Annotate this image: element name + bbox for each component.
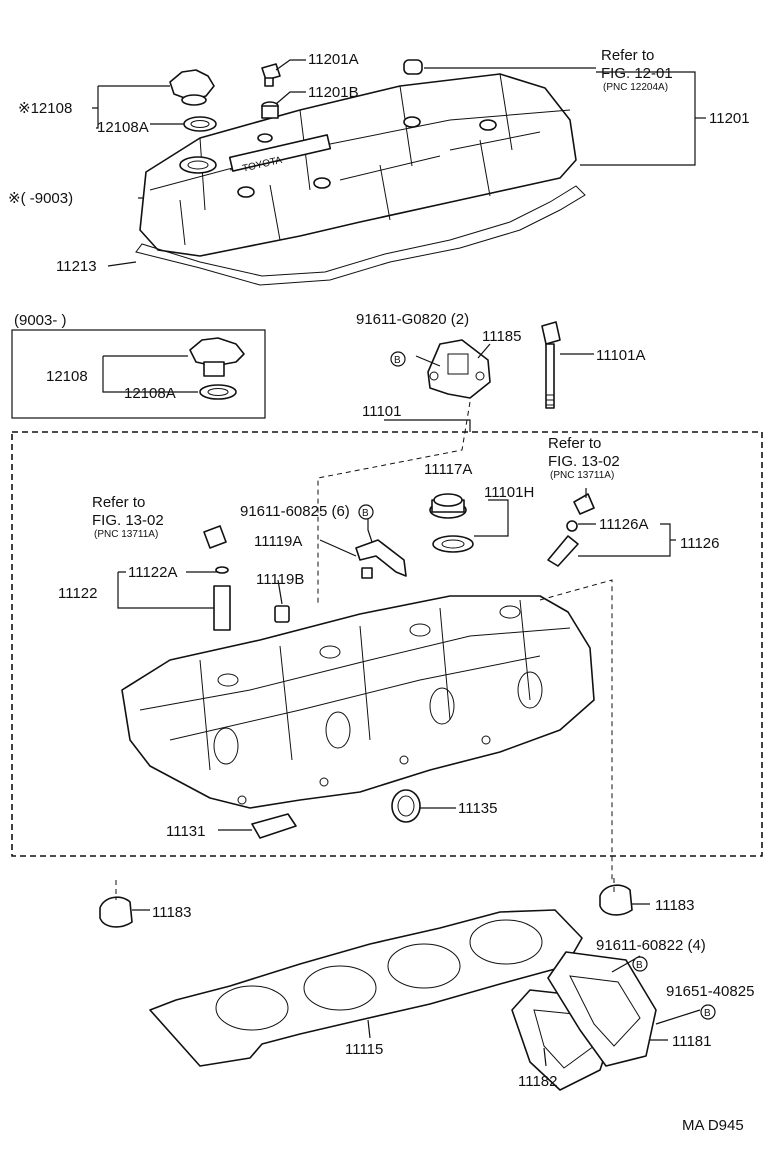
label-91611-G0820: 91611-G0820 (2) bbox=[356, 311, 469, 328]
stud-bolt bbox=[541, 321, 561, 409]
dowel-pin bbox=[274, 605, 290, 623]
label-11181: 11181 bbox=[672, 1033, 712, 1050]
cover-gasket bbox=[135, 185, 586, 286]
cylinder-head-assembly-box bbox=[11, 431, 763, 857]
outlet-housing bbox=[427, 339, 491, 399]
label-11201B: 11201B bbox=[308, 84, 359, 101]
svg-text:B: B bbox=[704, 1008, 711, 1019]
label-12108-top: ※12108 bbox=[18, 100, 72, 117]
label-11101A: 11101A bbox=[596, 347, 646, 364]
label-refer3-a: Refer to bbox=[92, 494, 145, 511]
label-11101: 11101 bbox=[362, 403, 402, 420]
label-91651-40825: 91651-40825 bbox=[666, 983, 754, 1000]
label-11101H: 11101H bbox=[484, 484, 534, 501]
label-11126: 11126 bbox=[680, 535, 720, 552]
valve-cover: TOYOTA bbox=[139, 73, 577, 257]
plug-and-ring bbox=[429, 493, 474, 553]
label-11126A: 11126A bbox=[599, 516, 649, 533]
cylinder-head bbox=[121, 595, 595, 809]
label-11185: 11185 bbox=[482, 328, 522, 345]
label-11115: 11115 bbox=[345, 1041, 383, 1058]
label-11135: 11135 bbox=[458, 800, 498, 817]
label-91611-60825: 91611-60825 (6) bbox=[240, 503, 350, 520]
plug-left bbox=[99, 896, 133, 928]
label-11119A: 11119A bbox=[254, 533, 302, 550]
seal-rings bbox=[251, 789, 421, 839]
plug-right bbox=[599, 884, 633, 916]
head-gasket bbox=[149, 909, 583, 1067]
label-11183-right: 11183 bbox=[655, 897, 695, 914]
label-refer2-a: Refer to bbox=[548, 435, 601, 452]
label-11182: 11182 bbox=[518, 1073, 558, 1090]
label-refer3-b: FIG. 13-02 bbox=[92, 512, 164, 529]
label-11201: 11201 bbox=[709, 110, 750, 127]
valve-guide-right bbox=[547, 493, 595, 567]
manifold-gaskets bbox=[511, 951, 657, 1091]
valve-guide-left bbox=[203, 525, 231, 631]
label-11117A: 11117A bbox=[424, 461, 472, 478]
oil-filler-cap-top bbox=[169, 69, 217, 132]
bearing-cap bbox=[355, 539, 407, 579]
label-12108A-top: 12108A bbox=[97, 119, 149, 136]
label-refer1-c: (PNC 12204A) bbox=[603, 82, 668, 93]
part-labels: 11201A 11201B Refer to FIG. 12-01 (PNC 1… bbox=[8, 47, 754, 1134]
svg-text:B: B bbox=[394, 355, 401, 366]
label-range-top: ※( -9003) bbox=[8, 190, 73, 207]
label-12108A-box: 12108A bbox=[124, 385, 176, 402]
label-11122: 11122 bbox=[58, 585, 98, 602]
label-refer2-c: (PNC 13711A) bbox=[550, 470, 614, 481]
label-refer3-c: (PNC 13711A) bbox=[94, 529, 158, 540]
cover-bolts bbox=[261, 59, 423, 119]
label-12108-box: 12108 bbox=[46, 368, 88, 385]
label-11119B: 11119B bbox=[256, 571, 304, 588]
figure-code: MA D945 bbox=[682, 1117, 744, 1134]
label-11131: 11131 bbox=[166, 823, 206, 840]
label-range-box: (9003- ) bbox=[14, 312, 67, 329]
label-refer2-b: FIG. 13-02 bbox=[548, 453, 620, 470]
b-markers: B B B B bbox=[358, 351, 716, 1020]
label-11183-left: 11183 bbox=[152, 904, 192, 921]
svg-text:B: B bbox=[636, 960, 643, 971]
label-91611-60822: 91611-60822 (4) bbox=[596, 937, 706, 954]
svg-text:B: B bbox=[362, 508, 369, 519]
oil-filler-cap-box bbox=[189, 337, 245, 400]
label-refer1-b: FIG. 12-01 bbox=[601, 65, 673, 82]
alt-cap-box bbox=[11, 329, 266, 419]
label-11122A: 11122A bbox=[128, 564, 178, 581]
leader-lines bbox=[92, 59, 706, 1067]
label-11213: 11213 bbox=[56, 258, 97, 275]
label-refer1-a: Refer to bbox=[601, 47, 654, 64]
label-11201A: 11201A bbox=[308, 51, 359, 68]
